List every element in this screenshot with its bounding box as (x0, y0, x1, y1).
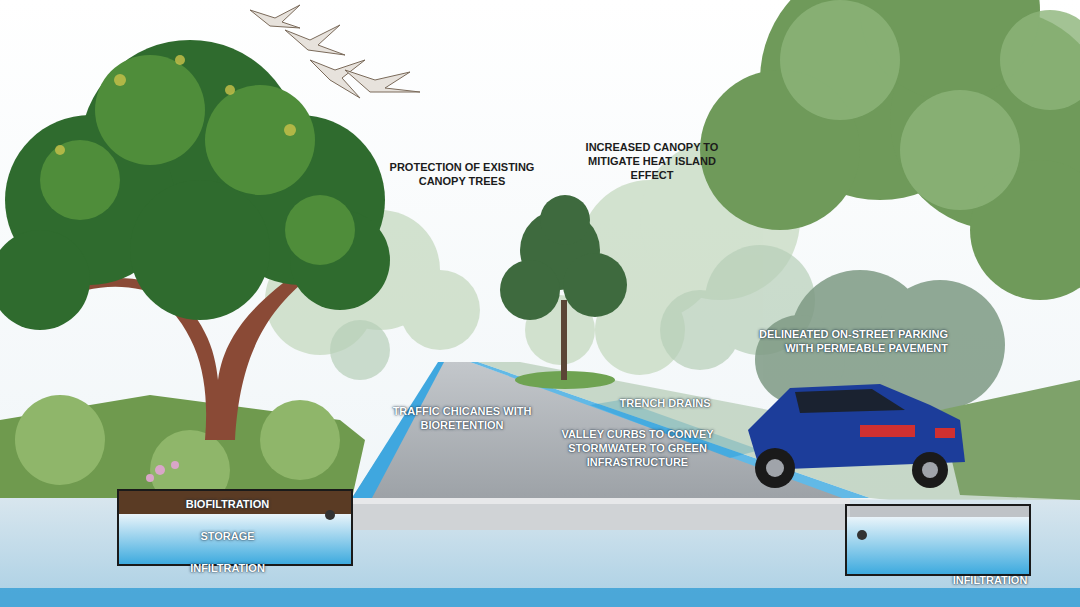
callout-label: TRAFFIC CHICANES WITH BIORETENTION (372, 404, 552, 432)
layer-label: INFILTRATION (165, 561, 290, 575)
callout-label: INCREASED CANOPY TO MITIGATE HEAT ISLAND… (572, 140, 732, 182)
layer-label: INFILTRATION (935, 573, 1045, 587)
callout-label: PROTECTION OF EXISTING CANOPY TREES (372, 160, 552, 188)
layer-label: STORAGE (165, 529, 290, 543)
layer-label: BIOFILTRATION (165, 497, 290, 511)
callout-label: DELINEATED ON-STREET PARKING WITH PERMEA… (748, 327, 948, 355)
callout-label: TRENCH DRAINS (610, 396, 720, 410)
callout-label: VALLEY CURBS TO CONVEY STORMWATER TO GRE… (540, 427, 735, 469)
